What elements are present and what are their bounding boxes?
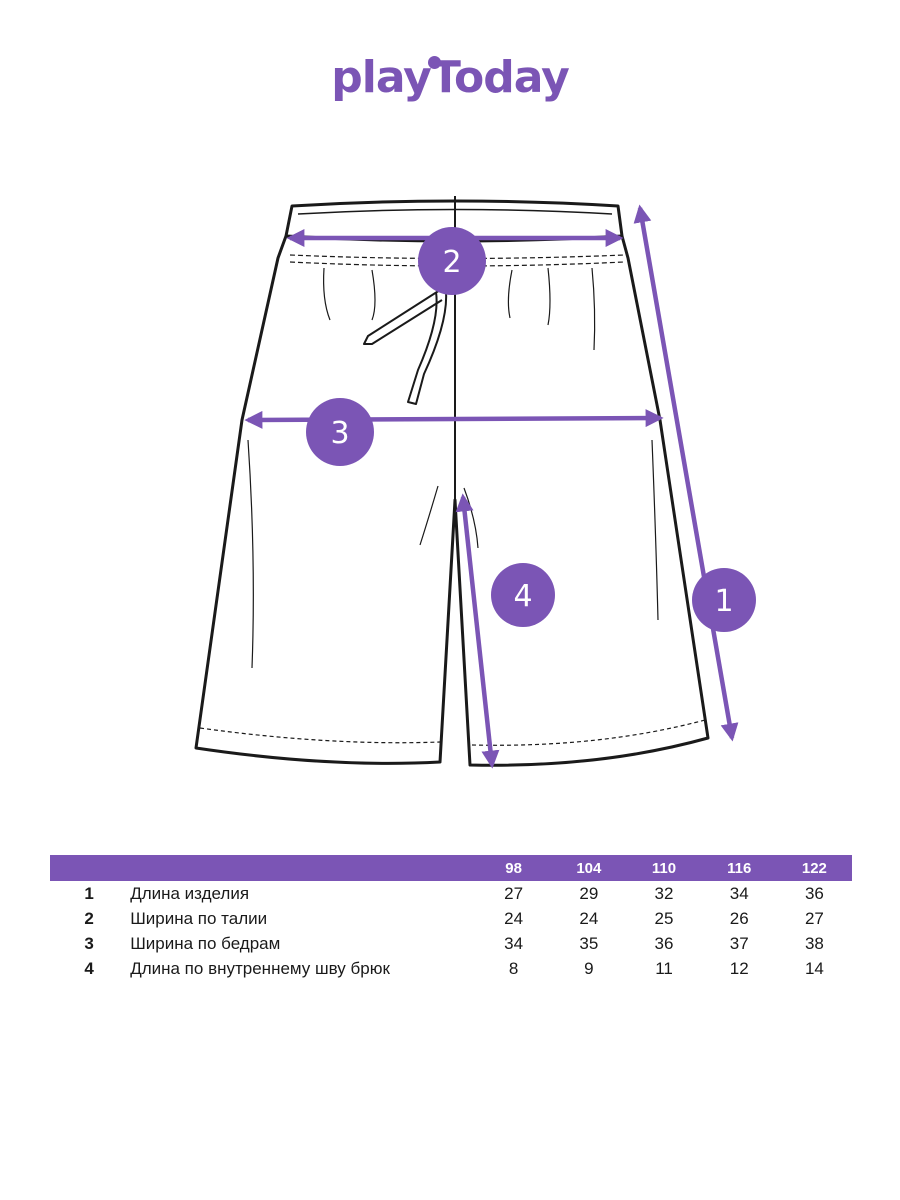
cell-value: 34 <box>504 933 524 953</box>
row-label: Ширина по бедрам <box>130 933 281 953</box>
cell-value: 8 <box>508 958 519 978</box>
size-header: 116 <box>701 855 777 881</box>
right-drawstring <box>407 291 448 405</box>
row-number: 4 <box>84 958 94 978</box>
right-hem-stitch <box>471 719 706 746</box>
left-drawstring <box>363 289 443 345</box>
row-label: Ширина по талии <box>130 908 268 928</box>
brand-logo: playToday <box>0 52 900 103</box>
table-row: 4 Длина по внутреннему шву брюк 8 9 11 1… <box>50 956 852 981</box>
cell-value: 34 <box>729 883 749 903</box>
cell-value: 37 <box>729 933 749 953</box>
cell-value: 29 <box>579 883 599 903</box>
size-header: 110 <box>626 855 702 881</box>
cell-value: 9 <box>584 958 594 978</box>
marker-badge-1: 1 <box>692 568 756 632</box>
size-header: 122 <box>776 855 852 881</box>
cell-value: 14 <box>804 958 824 978</box>
marker-badge-3: 3 <box>306 398 374 466</box>
table-row: 2 Ширина по талии 24 24 25 26 27 <box>50 906 852 931</box>
size-header: 104 <box>551 855 627 881</box>
cell-value: 24 <box>504 908 524 928</box>
size-table: 98 104 110 116 122 1 Длина изделия 27 29… <box>50 855 852 981</box>
cell-value: 27 <box>504 883 524 903</box>
cell-value: 25 <box>654 908 674 928</box>
arrow-1-length <box>633 204 739 742</box>
marker-label-3: 3 <box>330 416 349 451</box>
size-header-row: 98 104 110 116 122 <box>50 855 852 881</box>
marker-label-4: 4 <box>513 579 532 614</box>
cell-value: 11 <box>655 958 673 978</box>
row-label: Длина по внутреннему шву брюк <box>130 958 390 978</box>
table-row: 1 Длина изделия 27 29 32 34 36 <box>50 881 852 906</box>
cell-value: 36 <box>804 883 824 903</box>
arrow-4-inseam <box>455 493 500 769</box>
header-blank-label <box>128 855 477 881</box>
cell-value: 27 <box>804 908 824 928</box>
row-number: 3 <box>84 933 94 953</box>
marker-label-1: 1 <box>714 584 733 619</box>
header-blank-num <box>50 855 129 881</box>
row-number: 1 <box>84 883 94 903</box>
size-header: 98 <box>476 855 552 881</box>
cell-value: 26 <box>729 908 749 928</box>
cell-value: 36 <box>654 933 674 953</box>
row-number: 2 <box>84 908 94 928</box>
brand-logo-dot <box>428 56 441 69</box>
cell-value: 12 <box>729 958 749 978</box>
cell-value: 32 <box>654 883 674 903</box>
marker-badge-2: 2 <box>418 227 486 295</box>
marker-label-2: 2 <box>442 245 461 280</box>
row-label: Длина изделия <box>130 883 250 903</box>
cell-value: 24 <box>579 908 599 928</box>
left-hem-stitch <box>199 727 441 744</box>
cell-value: 38 <box>804 933 824 953</box>
measurement-arrows <box>244 204 739 769</box>
shorts-body <box>194 235 710 767</box>
marker-badge-4: 4 <box>491 563 555 627</box>
table-row: 3 Ширина по бедрам 34 35 36 37 38 <box>50 931 852 956</box>
brand-logo-text: playToday <box>331 52 570 103</box>
cell-value: 35 <box>579 933 599 953</box>
shorts-measurement-drawing: 1 2 3 4 <box>194 196 756 769</box>
